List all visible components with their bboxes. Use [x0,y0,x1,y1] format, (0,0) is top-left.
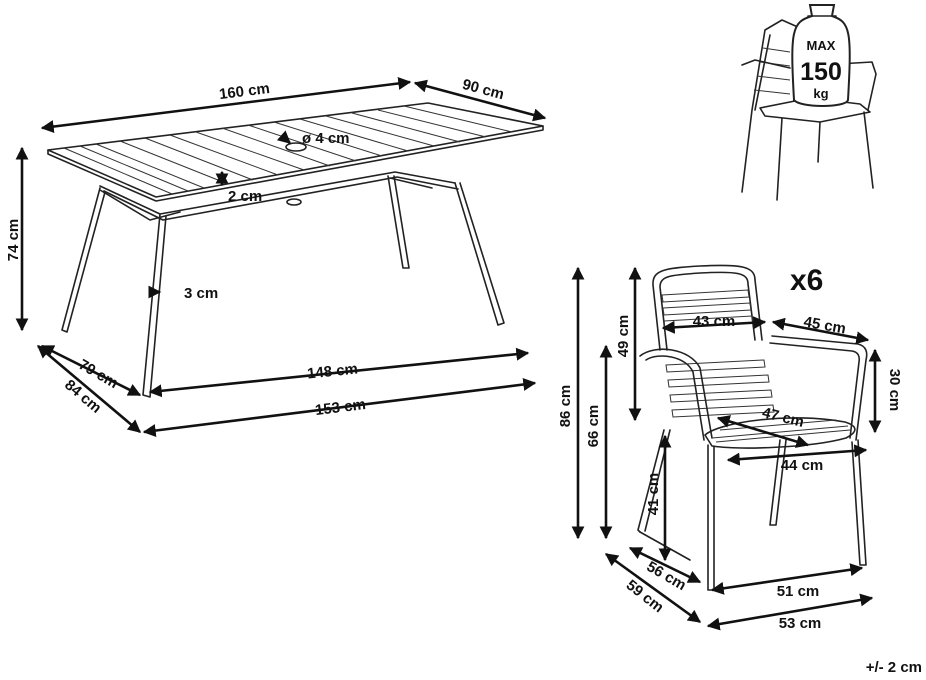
frame-hole [286,198,302,206]
back-width-arrow [661,316,767,334]
max-load-line2: 150 [800,58,842,86]
table-frame-lower [103,176,459,221]
hole-arrow [276,130,291,144]
arm-height-label: 30 cm [886,369,903,412]
length-outer-arrow [142,378,537,437]
width-top-arrow [413,79,547,122]
chair-backrest-frame [652,264,763,351]
width-outer-label-chair: 53 cm [779,615,822,632]
chair-left-armrest [639,348,713,439]
chair-back-slats [661,289,775,418]
length-top-arrow [40,77,412,133]
arm-length-arrow [771,317,870,345]
length-outer-label: 153 cm [314,396,367,419]
table-dimensions [15,77,547,437]
back-width-label: 43 cm [693,313,736,330]
length-top-label: 160 cm [218,80,271,103]
weight-icon [791,3,851,107]
width-outer-arrow-chair [706,593,874,631]
total-height-label: 86 cm [557,385,574,428]
seat-width-label: 44 cm [781,457,824,474]
chair-right-armrest-inner [769,342,861,439]
depth-outer-arrow [37,345,141,433]
seat-depth-arrow [716,415,810,448]
table-legs [61,175,505,398]
max-load-inset: MAX 150 kg [741,3,877,201]
umbrella-hole [285,142,307,152]
tolerance-note: +/- 2 cm [866,659,922,676]
table-top-edge [47,125,544,202]
height-label: 74 cm [5,219,22,262]
width-inner-label-chair: 51 cm [777,583,820,600]
max-load-line1: MAX [807,38,836,53]
length-inner-label: 148 cm [306,360,358,382]
back-height-label: 49 cm [615,315,632,358]
frame-depth-label: 2 cm [228,188,262,205]
arm-floor-height-label: 66 cm [585,405,602,448]
depth-inner-label-chair: 56 cm [644,558,689,594]
chair-dimensions [571,266,882,631]
seat-height-label: 41 cm [645,473,662,516]
chair-backrest-inner [659,271,756,351]
width-inner-arrow-chair [710,563,864,595]
arm-length-label: 45 cm [802,314,847,338]
depth-outer-arrow-chair [604,552,702,624]
table-drawing [47,102,544,398]
seat-width-arrow [726,444,868,466]
chair-left-armrest-inner [645,355,705,441]
leg-width-label: 3 cm [184,285,218,302]
seat-depth-label: 47 cm [760,404,805,431]
width-top-label: 90 cm [460,76,505,103]
chair-quantity: x6 [790,264,823,297]
table-frame [99,171,456,215]
chair-legs [637,429,867,591]
max-load-line3: kg [813,86,828,101]
hole-label: ø 4 cm [302,130,350,147]
